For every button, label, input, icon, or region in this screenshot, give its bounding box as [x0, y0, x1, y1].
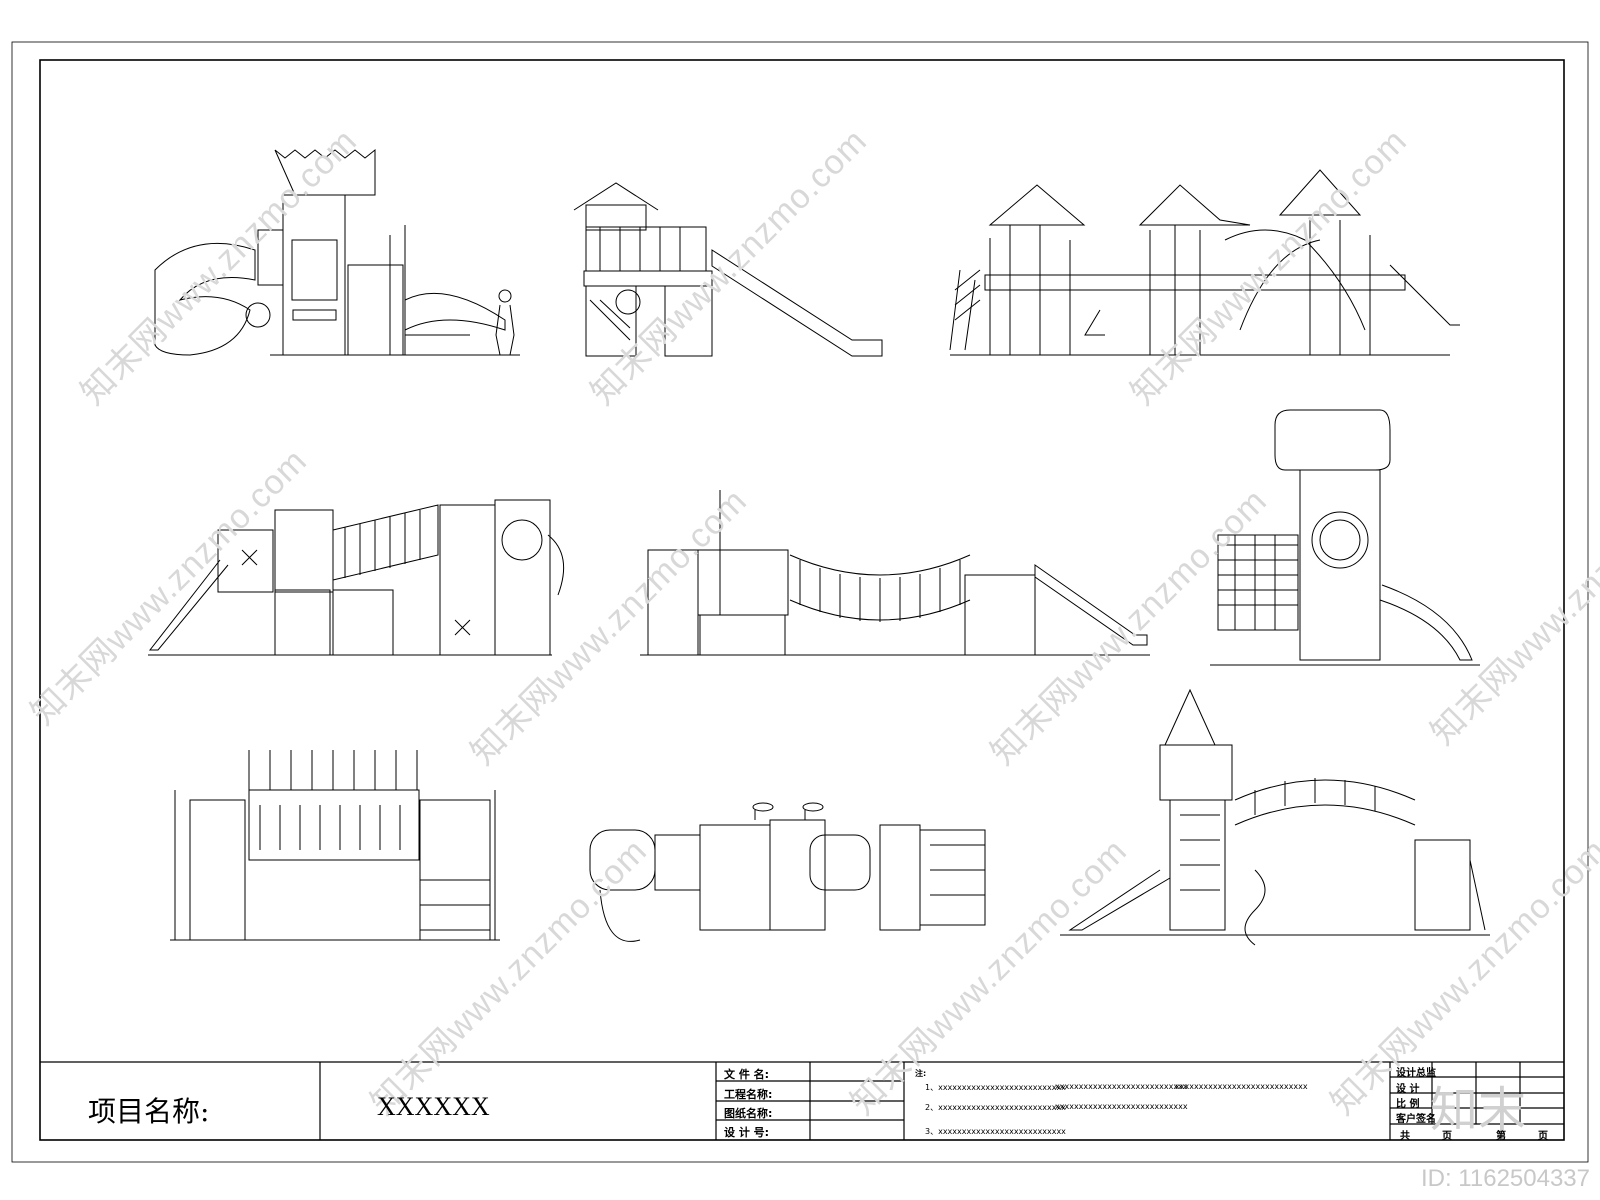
designer-label: 设 计: [1396, 1084, 1420, 1095]
total-label: 共: [1400, 1131, 1410, 1142]
project-name-label: 项目名称:: [88, 1095, 210, 1128]
pages-label: 页: [1442, 1131, 1452, 1142]
scale-label: 比 例: [1396, 1099, 1420, 1110]
drawing-arch-bridge: [1060, 688, 1490, 946]
drawing-wooden-climber: [148, 499, 565, 656]
design-director-label: 设计总监: [1396, 1068, 1436, 1079]
client-signature-label: 客户签名: [1396, 1114, 1436, 1125]
pages-label: 页: [1538, 1131, 1548, 1142]
drawing-fence-structure: [170, 750, 500, 941]
note-line: xxxxxxxxxxxxxxxxxxxxxxxxxxxx: [1055, 1082, 1188, 1091]
notes-label: 注:: [915, 1069, 927, 1078]
design-number-label: 设 计 号:: [724, 1126, 770, 1139]
image-id: ID: 1162504337: [1420, 1165, 1590, 1192]
drawing-castle-slide: [154, 148, 520, 356]
note-line: 2、xxxxxxxxxxxxxxxxxxxxxxxxxxx: [925, 1103, 1066, 1112]
project-name-value: XXXXXX: [377, 1092, 490, 1121]
title-block: [40, 1061, 1564, 1140]
note-line: xxxxxxxxxxxxxxxxxxxxxxxxxxxx: [1175, 1082, 1308, 1091]
note-line: xxxxxxxxxxxxxxxxxxxxxxxxxxxx: [1055, 1102, 1188, 1111]
note-line: 1、xxxxxxxxxxxxxxxxxxxxxxxxxxx: [925, 1083, 1066, 1092]
drawing-name-label: 图纸名称:: [724, 1107, 773, 1120]
page-no-label: 第: [1496, 1131, 1506, 1142]
note-line: 3、xxxxxxxxxxxxxxxxxxxxxxxxxxx: [925, 1127, 1066, 1136]
drawing-house-slide: [573, 182, 883, 357]
drawing-tall-tower: [1210, 409, 1480, 666]
drawing-multi-tower: [949, 169, 1460, 356]
brand-watermark: 知末: [1430, 1082, 1527, 1138]
project-title-label: 工程名称:: [724, 1088, 773, 1101]
drawing-rope-bridge: [640, 490, 1150, 656]
drawing-tube-crawl: [589, 802, 986, 942]
file-name-label: 文 件 名:: [724, 1068, 770, 1081]
